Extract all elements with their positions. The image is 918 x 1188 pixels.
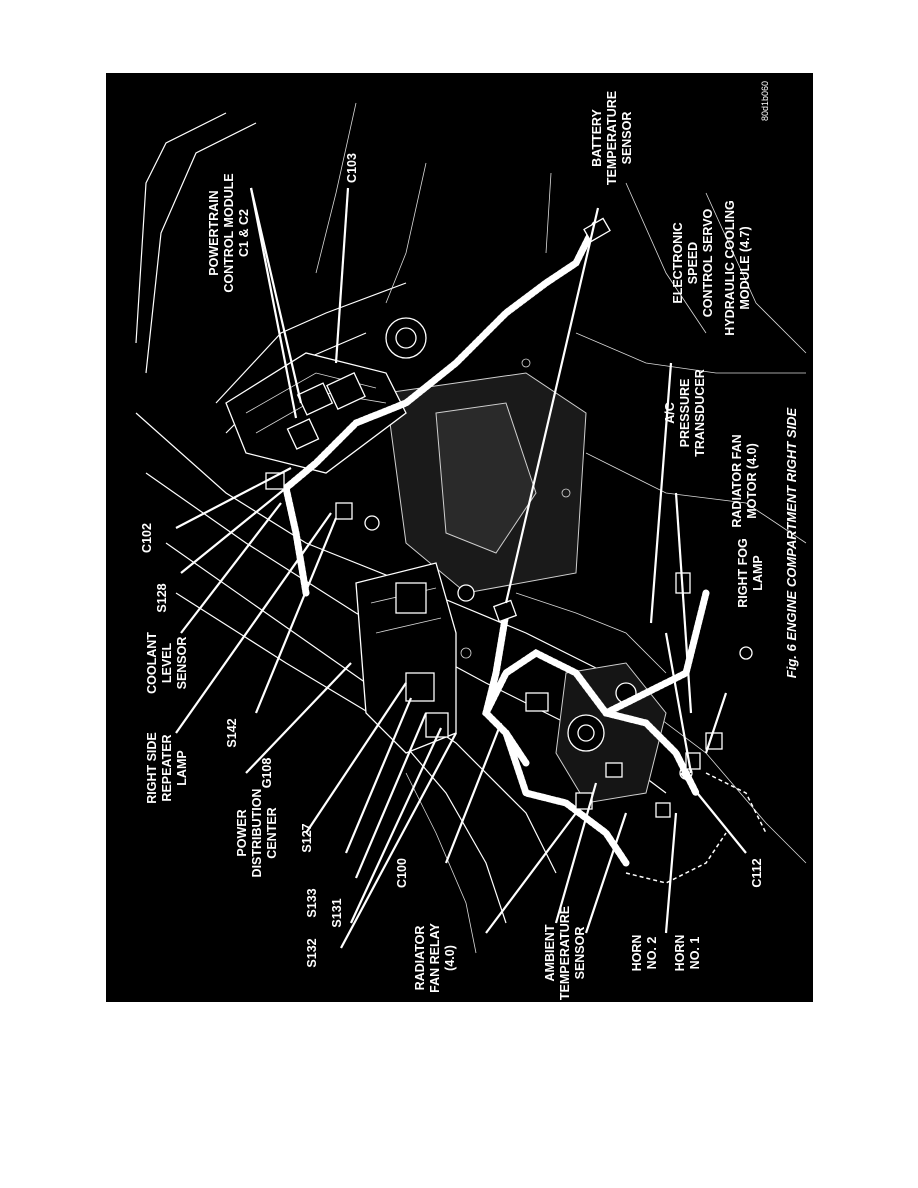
label-coolant-level-sensor: COOLANT LEVEL SENSOR — [145, 632, 189, 694]
engine-compartment-figure: POWERTRAIN CONTROL MODULE C1 & C2 C103 B… — [106, 73, 813, 1002]
svg-text:HYDRAULIC COOLING: HYDRAULIC COOLING — [723, 200, 737, 335]
label-battery-temperature-sensor: BATTERY TEMPERATURE SENSOR — [590, 91, 634, 185]
svg-text:S142: S142 — [225, 718, 239, 747]
svg-text:SPEED: SPEED — [686, 242, 700, 284]
label-powertrain-control-module: POWERTRAIN CONTROL MODULE C1 & C2 — [207, 173, 251, 292]
label-horn-no2: HORN NO. 2 — [630, 935, 659, 972]
svg-text:TRANSDUCER: TRANSDUCER — [693, 369, 707, 457]
engine-artwork — [135, 102, 807, 954]
label-radiator-fan-relay: RADIATOR FAN RELAY (4.0) — [413, 922, 457, 992]
svg-text:S133: S133 — [305, 888, 319, 917]
svg-text:RIGHT FOG: RIGHT FOG — [736, 538, 750, 607]
label-s131: S131 — [330, 898, 344, 927]
svg-text:MODULE (4.7): MODULE (4.7) — [738, 226, 752, 309]
svg-text:LEVEL: LEVEL — [160, 643, 174, 684]
svg-text:BATTERY: BATTERY — [590, 109, 604, 167]
label-s132: S132 — [305, 938, 319, 967]
label-s128: S128 — [155, 583, 169, 612]
label-c100: C100 — [395, 858, 409, 888]
label-right-fog-lamp: RIGHT FOG LAMP — [736, 538, 765, 607]
label-power-distribution-center: POWER DISTRIBUTION CENTER — [235, 789, 279, 878]
svg-text:CONTROL SERVO: CONTROL SERVO — [701, 208, 715, 317]
svg-text:CENTER: CENTER — [265, 807, 279, 858]
figure-caption: Fig. 6 ENGINE COMPARTMENT RIGHT SIDE — [784, 407, 799, 678]
label-right-side-repeater-lamp: RIGHT SIDE REPEATER LAMP — [145, 732, 189, 804]
svg-text:AMBIENT: AMBIENT — [543, 924, 557, 981]
svg-text:LAMP: LAMP — [751, 555, 765, 590]
svg-text:RADIATOR FAN: RADIATOR FAN — [730, 434, 744, 527]
svg-text:Fig. 6 ENGINE COMPARTMENT RIGH: Fig. 6 ENGINE COMPARTMENT RIGHT SIDE — [784, 407, 799, 678]
pcm-line1: POWERTRAIN — [207, 190, 221, 275]
svg-text:LAMP: LAMP — [175, 750, 189, 785]
label-ac-pressure-transducer: A/C PRESSURE TRANSDUCER — [663, 369, 707, 457]
label-c102: C102 — [140, 523, 154, 553]
label-s133: S133 — [305, 888, 319, 917]
svg-text:SENSOR: SENSOR — [175, 637, 189, 690]
label-hydraulic-cooling-module: HYDRAULIC COOLING MODULE (4.7) — [723, 200, 752, 335]
svg-text:DISTRIBUTION: DISTRIBUTION — [250, 789, 264, 878]
pcm-line2: CONTROL MODULE — [222, 173, 236, 292]
svg-text:S127: S127 — [300, 823, 314, 852]
figure-code: 80d1b060 — [760, 81, 770, 121]
label-s142: S142 — [225, 718, 239, 747]
label-c103: C103 — [345, 153, 359, 183]
svg-text:S132: S132 — [305, 938, 319, 967]
svg-text:RADIATOR: RADIATOR — [413, 926, 427, 991]
svg-text:C102: C102 — [140, 523, 154, 553]
label-horn-no1: HORN NO. 1 — [673, 935, 702, 972]
label-g108: G108 — [260, 758, 274, 789]
svg-text:G108: G108 — [260, 758, 274, 789]
pcm-line3: C1 & C2 — [237, 209, 251, 257]
svg-text:C100: C100 — [395, 858, 409, 888]
svg-text:POWER: POWER — [235, 809, 249, 856]
svg-text:NO. 1: NO. 1 — [688, 937, 702, 970]
svg-text:A/C: A/C — [663, 402, 677, 424]
svg-text:REPEATER: REPEATER — [160, 734, 174, 801]
label-s127: S127 — [300, 823, 314, 852]
svg-text:PRESSURE: PRESSURE — [678, 379, 692, 448]
svg-text:MOTOR (4.0): MOTOR (4.0) — [745, 443, 759, 518]
svg-text:FAN RELAY: FAN RELAY — [428, 922, 442, 992]
leader-lines — [175, 187, 747, 949]
svg-text:S131: S131 — [330, 898, 344, 927]
svg-text:S128: S128 — [155, 583, 169, 612]
svg-text:COOLANT: COOLANT — [145, 632, 159, 694]
svg-text:C112: C112 — [750, 858, 764, 887]
label-electronic-speed-control-servo: ELECTRONIC SPEED CONTROL SERVO — [671, 208, 715, 317]
svg-text:HORN: HORN — [673, 935, 687, 972]
svg-text:C103: C103 — [345, 153, 359, 183]
label-radiator-fan-motor: RADIATOR FAN MOTOR (4.0) — [730, 434, 759, 527]
svg-text:SENSOR: SENSOR — [573, 927, 587, 980]
svg-text:NO. 2: NO. 2 — [645, 937, 659, 970]
svg-text:TEMPERATURE: TEMPERATURE — [558, 906, 572, 1000]
svg-text:ELECTRONIC: ELECTRONIC — [671, 222, 685, 303]
svg-text:HORN: HORN — [630, 935, 644, 972]
svg-text:SENSOR: SENSOR — [620, 112, 634, 165]
svg-text:80d1b060: 80d1b060 — [760, 81, 770, 121]
label-c112: C112 — [750, 858, 764, 887]
svg-text:(4.0): (4.0) — [443, 945, 457, 971]
svg-text:TEMPERATURE: TEMPERATURE — [605, 91, 619, 185]
label-ambient-temperature-sensor: AMBIENT TEMPERATURE SENSOR — [543, 906, 587, 1000]
svg-text:RIGHT SIDE: RIGHT SIDE — [145, 732, 159, 804]
